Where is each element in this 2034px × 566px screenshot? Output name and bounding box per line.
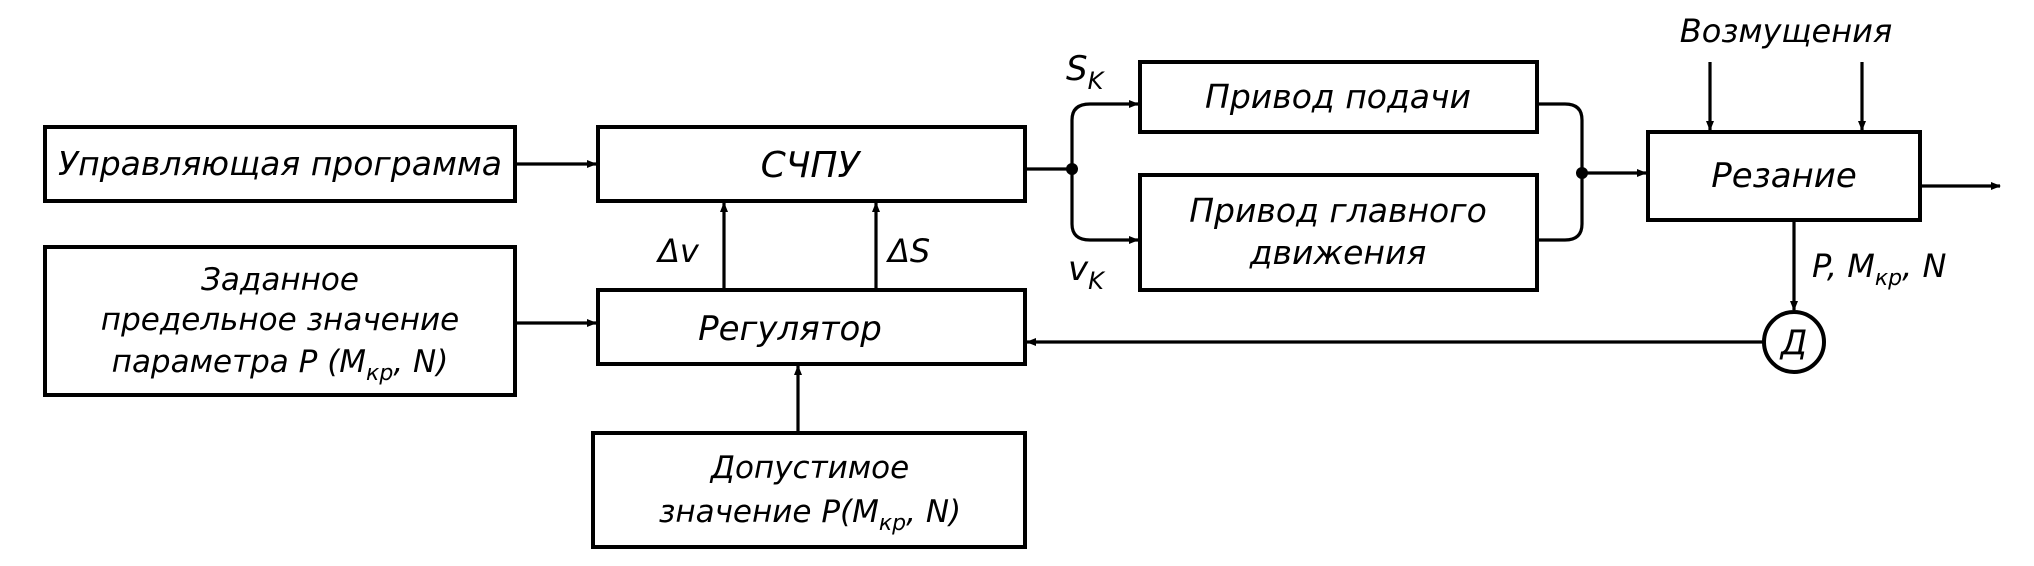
sensor-circle: Д [1762,310,1826,374]
wire-to-feed-drive [1070,100,1139,169]
s-k-label: SK [1066,49,1106,95]
wire-to-main-drive [1070,169,1139,244]
cutting-label: Резание [1711,156,1857,196]
allowable-value-block: Допустимое значение P(Mкр, N) [591,431,1027,549]
control-program-block: Управляющая программа [43,125,517,203]
cnc-label: СЧПУ [761,145,862,186]
output-params-label: P, Mкр, N [1812,247,1946,291]
regulator-block: Регулятор [596,288,1027,366]
main-drive-line-1: Привод главного [1189,191,1487,230]
allowable-line-1: Допустимое [709,450,909,486]
setpoint-line-3: параметра P (Mкр, N) [112,344,449,386]
main-drive-block: Привод главного движения [1138,173,1539,292]
connections [515,62,2001,433]
disturbances-label: Возмущения [1680,12,1892,50]
feed-drive-block: Привод подачи [1138,60,1539,134]
allowable-line-2: значение P(Mкр, N) [659,494,961,536]
wire-from-main-drive [1537,173,1584,242]
setpoint-line-2: предельное значение [101,302,459,338]
setpoint-line-1: Заданное [201,262,359,298]
cnc-block: СЧПУ [596,125,1027,203]
v-k-label: vK [1068,249,1106,295]
delta-v-label: Δv [655,232,700,270]
feed-drive-label: Привод подачи [1205,77,1471,116]
setpoint-block: Заданное предельное значение параметра P… [43,245,517,397]
delta-s-label: ΔS [885,232,930,270]
cutting-block: Резание [1646,130,1922,222]
main-drive-line-2: движения [1249,233,1427,272]
control-program-label: Управляющая программа [58,144,502,183]
wire-from-feed-drive [1537,102,1584,173]
sensor-label: Д [1779,323,1808,363]
regulator-label: Регулятор [698,309,882,349]
